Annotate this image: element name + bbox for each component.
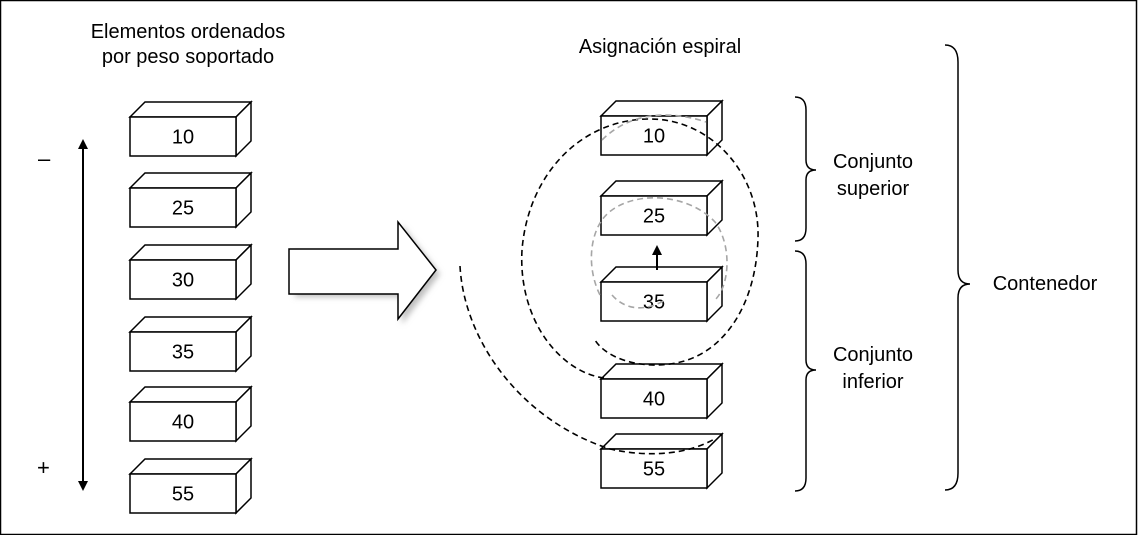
box-top-face (599, 100, 724, 117)
box-top-face (128, 316, 253, 333)
box-value: 40 (643, 389, 665, 411)
spiral-path (459, 114, 759, 455)
box-front-face (129, 401, 237, 442)
right-box-55: 55 (599, 432, 724, 490)
plus-sign: + (37, 455, 50, 480)
right-box-40: 40 (599, 362, 724, 420)
box-top-face (599, 363, 724, 380)
box-front-face (129, 187, 237, 228)
box-front-face (600, 448, 708, 489)
box-front-face (600, 281, 708, 322)
box-front-face (129, 331, 237, 372)
right-box-stack: 10 25 35 40 55 (599, 99, 724, 490)
box-top-face (128, 386, 253, 403)
upper-set-brace (794, 96, 817, 242)
box-front-face (129, 259, 237, 300)
box-top-face (128, 101, 253, 118)
left-box-10: 10 (128, 100, 253, 158)
left-box-55: 55 (128, 457, 253, 515)
box-value: 10 (172, 127, 194, 149)
box-value: 55 (172, 484, 194, 506)
left-box-35: 35 (128, 315, 253, 373)
spiral-faded-top (601, 114, 707, 141)
box-front-face (600, 195, 708, 236)
box-value: 35 (172, 342, 194, 364)
left-box-40: 40 (128, 385, 253, 443)
big-transition-arrow (288, 219, 440, 324)
right-heading: Asignación espiral (579, 36, 741, 58)
minus-sign: – (38, 146, 51, 171)
box-value: 30 (172, 270, 194, 292)
box-top-face (128, 172, 253, 189)
right-box-25: 25 (599, 179, 724, 237)
lower-set-label-line1: Conjunto (833, 344, 913, 366)
right-box-10: 10 (599, 99, 724, 157)
right-box-35: 35 (599, 265, 724, 323)
box-value: 35 (643, 292, 665, 314)
container-brace (944, 44, 971, 491)
box-front-face (600, 115, 708, 156)
box-value: 10 (643, 126, 665, 148)
box-front-face (129, 116, 237, 157)
spiral-faded-low (611, 294, 666, 309)
left-box-25: 25 (128, 171, 253, 229)
left-box-30: 30 (128, 243, 253, 301)
box-value: 55 (643, 459, 665, 481)
lower-set-label-line2: inferior (842, 371, 903, 393)
box-top-face (128, 458, 253, 475)
upper-set-label-line2: superior (837, 178, 910, 200)
box-value: 25 (172, 198, 194, 220)
box-top-face (599, 180, 724, 197)
left-box-stack: 10 25 30 35 40 55 (128, 100, 253, 515)
box-value: 40 (172, 412, 194, 434)
spiral-outer-arc (459, 265, 717, 455)
left-heading-line1: Elementos ordenados (91, 21, 286, 43)
box-top-face (128, 244, 253, 261)
box-top-face (599, 266, 724, 283)
left-heading-line2: por peso soportado (102, 46, 274, 68)
lower-set-brace (794, 250, 817, 492)
box-value: 25 (643, 206, 665, 228)
upper-set-label-line1: Conjunto (833, 151, 913, 173)
container-label: Contenedor (993, 273, 1098, 295)
box-front-face (600, 378, 708, 419)
box-top-face (599, 433, 724, 450)
big-arrow-body (288, 219, 437, 322)
box-front-face (129, 473, 237, 514)
spiral-middle-arc (521, 118, 759, 379)
spiral-inner-arc-faded (590, 197, 728, 301)
